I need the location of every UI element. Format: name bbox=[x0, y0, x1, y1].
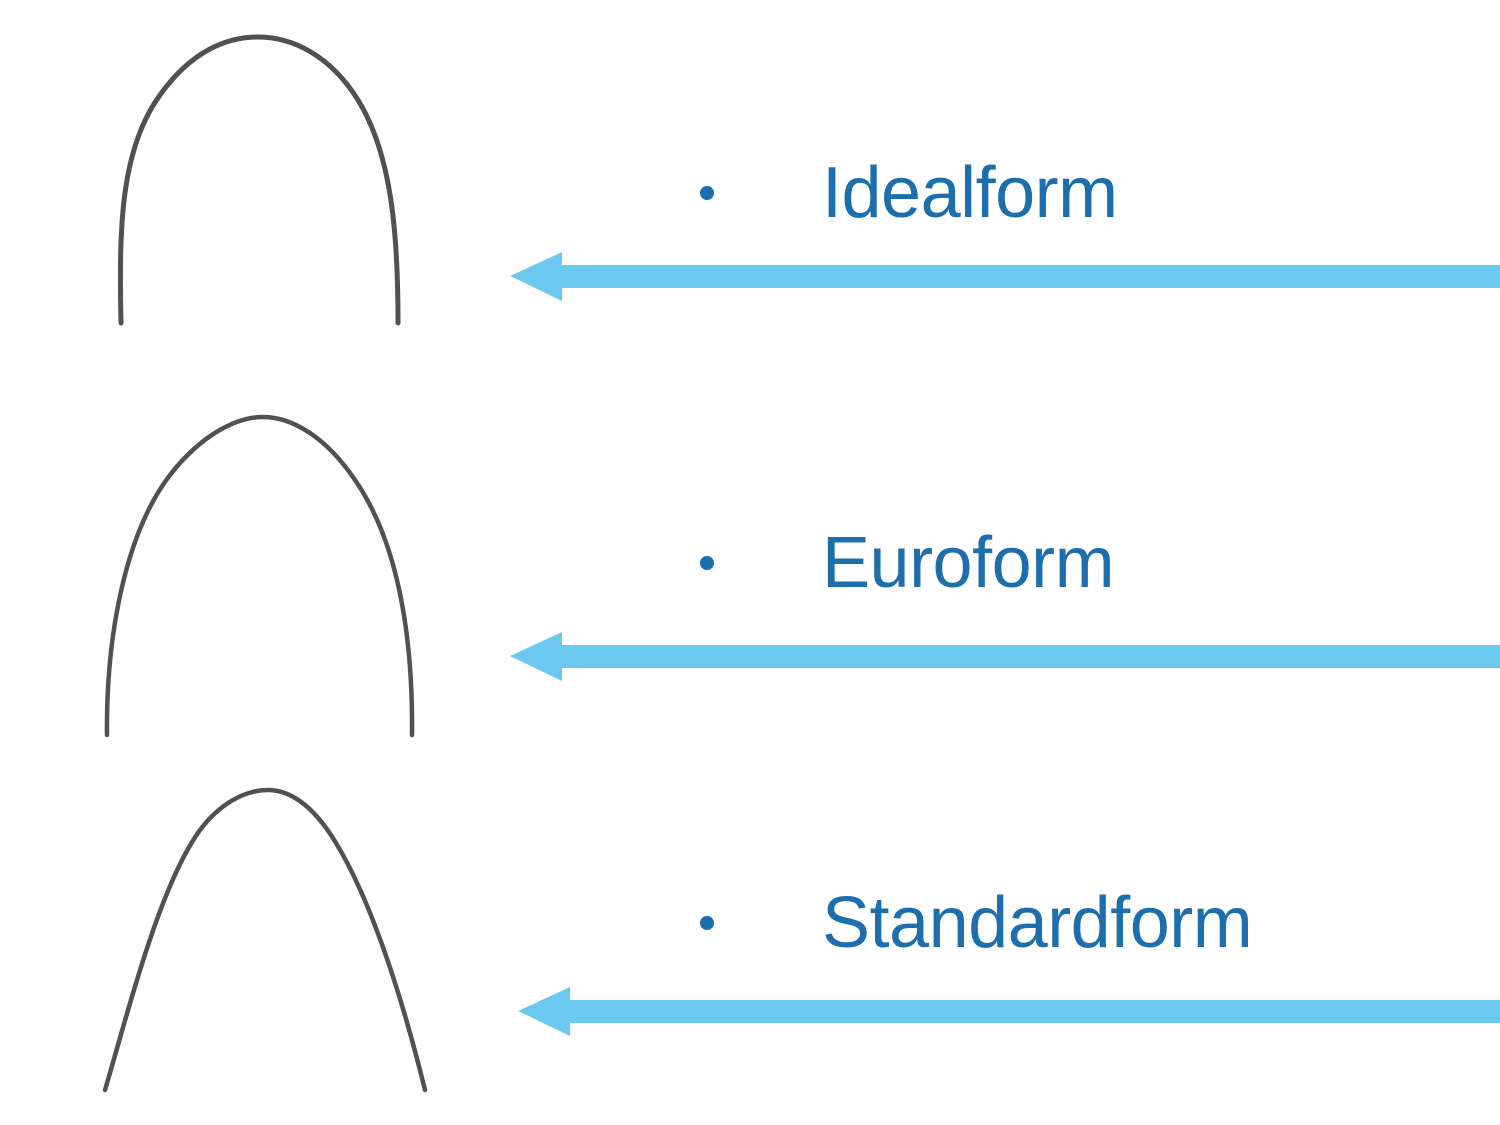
label-idealform: Idealform bbox=[822, 153, 1118, 233]
bullet-row-euroform: Euroform bbox=[700, 508, 1500, 618]
left-arrow-icon bbox=[518, 987, 1500, 1036]
archwire-standardform-icon bbox=[102, 787, 428, 1093]
label-standardform: Standardform bbox=[822, 883, 1253, 963]
archwire-idealform-figure bbox=[0, 0, 500, 380]
archwire-standardform-figure bbox=[0, 775, 500, 1125]
arrow-idealform bbox=[500, 240, 1500, 310]
left-arrow-icon bbox=[510, 252, 1500, 301]
bullet-row-idealform: Idealform bbox=[700, 138, 1500, 248]
arrow-euroform bbox=[500, 620, 1500, 690]
bullet-point-icon bbox=[700, 916, 714, 930]
label-euroform: Euroform bbox=[822, 523, 1115, 603]
bullet-point-icon bbox=[700, 556, 714, 570]
archwire-euroform-icon bbox=[104, 414, 415, 738]
bullet-point-icon bbox=[700, 186, 714, 200]
archwire-euroform-figure bbox=[0, 385, 500, 765]
archwire-idealform-icon bbox=[117, 34, 401, 326]
arrow-standardform bbox=[500, 975, 1500, 1045]
bullet-row-standardform: Standardform bbox=[700, 868, 1500, 978]
left-arrow-icon bbox=[510, 632, 1500, 681]
